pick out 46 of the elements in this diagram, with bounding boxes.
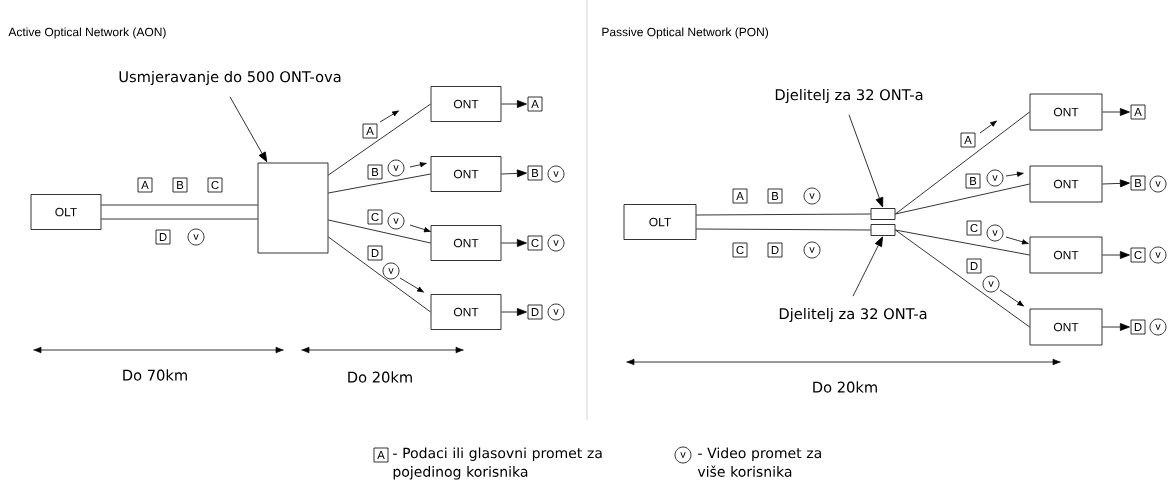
arrow: [1102, 179, 1130, 188]
arrow: [1102, 251, 1130, 259]
connector-line: [895, 183, 1030, 215]
arrow: [848, 114, 884, 208]
device-box: [257, 162, 329, 254]
connector-line: [328, 219, 431, 244]
device-box: OLT: [30, 194, 102, 230]
device-box: ONT: [1029, 308, 1103, 346]
device-box: ONT: [1029, 165, 1103, 203]
legend-text: - Video promet za više korisnika: [697, 447, 821, 477]
arrow: [501, 308, 527, 316]
section-title: Passive Optical Network (PON): [602, 27, 769, 39]
connector-line: [895, 229, 1030, 328]
device-box: OLT: [623, 204, 697, 240]
device-box: ONT: [1029, 236, 1103, 274]
arrow: [229, 96, 268, 162]
distance-label: Do 20km: [813, 381, 877, 393]
arrow: [501, 239, 527, 247]
connector-line: [101, 204, 258, 206]
device-box: ONT: [430, 225, 502, 261]
connector-line: [895, 111, 1030, 215]
section-title: Active Optical Network (AON): [8, 27, 166, 39]
annotation-text: Usmjeravanje do 500 ONT-ova: [119, 70, 341, 86]
device-box: [870, 224, 896, 236]
device-box: ONT: [1029, 93, 1103, 131]
arrow: [501, 169, 527, 178]
arrow: [501, 100, 527, 108]
connector-line: [696, 228, 871, 231]
legend-text: - Podaci ili glasovni promet za pojedinog korisnika: [393, 447, 602, 480]
distance-label: Do 20km: [348, 371, 412, 383]
distance-label: Do 70km: [123, 369, 187, 381]
connector-line: [895, 229, 1030, 256]
connector-line: [328, 103, 431, 176]
annotation-text: Djelitelj za 32 ONT-a: [779, 307, 927, 323]
connector-line: [696, 213, 871, 216]
device-box: [870, 208, 896, 220]
arrow: [1102, 108, 1130, 116]
annotation-text: Djelitelj za 32 ONT-a: [775, 88, 923, 104]
arrow: [1102, 323, 1130, 331]
arrow: [852, 236, 883, 297]
connector-line: [328, 173, 431, 194]
connector-line: [101, 218, 258, 220]
connector-line: [328, 236, 431, 313]
device-box: ONT: [430, 156, 502, 192]
device-box: ONT: [430, 294, 502, 330]
device-box: ONT: [430, 86, 502, 122]
